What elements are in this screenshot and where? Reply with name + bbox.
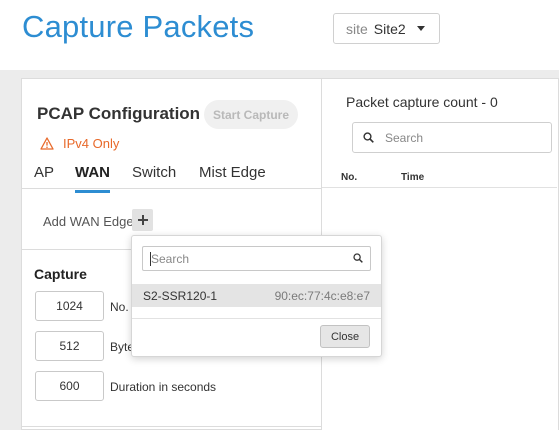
text-cursor (150, 251, 151, 266)
add-wan-edge-label: Add WAN Edge (43, 214, 134, 229)
pcap-title: PCAP Configuration (37, 104, 201, 123)
column-header-time: Time (401, 172, 425, 183)
duration-input[interactable]: 600 (35, 371, 104, 401)
capture-title: Capture (34, 266, 87, 282)
tab-mist-edge[interactable]: Mist Edge (199, 164, 266, 181)
packet-count-label: No. (110, 300, 129, 314)
search-icon (363, 132, 374, 143)
site-selector-value: Site2 (373, 20, 406, 37)
tab-ap[interactable]: AP (34, 164, 55, 181)
packet-search-input[interactable]: Search (352, 122, 552, 153)
tab-switch[interactable]: Switch (132, 164, 177, 181)
caret-down-icon (416, 26, 425, 31)
header-bar: Capture Packets site Site2 (0, 0, 559, 70)
site-selector-label: site (346, 20, 368, 37)
wan-edge-option-name: S2-SSR120-1 (143, 288, 218, 303)
bytes-input[interactable]: 512 (35, 331, 104, 361)
section-divider-bottom (22, 426, 321, 427)
ipv4-warning: IPv4 Only (40, 136, 119, 151)
dropdown-divider (132, 318, 381, 319)
wan-edge-dropdown: Search S2-SSR120-1 90:ec:77:4c:e8:e7 Clo… (131, 235, 382, 357)
bytes-label: Byte (110, 340, 135, 354)
device-tabs: AP WAN Switch Mist Edge (22, 160, 321, 193)
packet-search-placeholder: Search (385, 130, 424, 145)
search-icon (353, 253, 363, 263)
close-button[interactable]: Close (320, 325, 370, 348)
start-capture-button[interactable]: Start Capture (204, 100, 298, 129)
wan-edge-search-input[interactable]: Search (142, 246, 371, 271)
duration-label: Duration in seconds (110, 380, 217, 394)
wan-edge-search-placeholder: Search (151, 251, 190, 266)
plus-icon (137, 215, 148, 225)
ipv4-warning-text: IPv4 Only (63, 136, 120, 151)
packet-capture-count: Packet capture count - 0 (346, 94, 498, 110)
wan-edge-option-mac: 90:ec:77:4c:e8:e7 (274, 288, 370, 303)
add-wan-edge-button[interactable] (132, 209, 153, 231)
site-selector[interactable]: site Site2 (333, 13, 440, 44)
table-header-divider (322, 187, 557, 188)
page-title: Capture Packets (22, 9, 255, 44)
tab-wan[interactable]: WAN (75, 164, 110, 193)
column-header-no: No. (341, 172, 358, 183)
packet-count-input[interactable]: 1024 (35, 291, 104, 321)
wan-edge-option[interactable]: S2-SSR120-1 90:ec:77:4c:e8:e7 (132, 284, 381, 307)
warning-icon (40, 137, 54, 150)
